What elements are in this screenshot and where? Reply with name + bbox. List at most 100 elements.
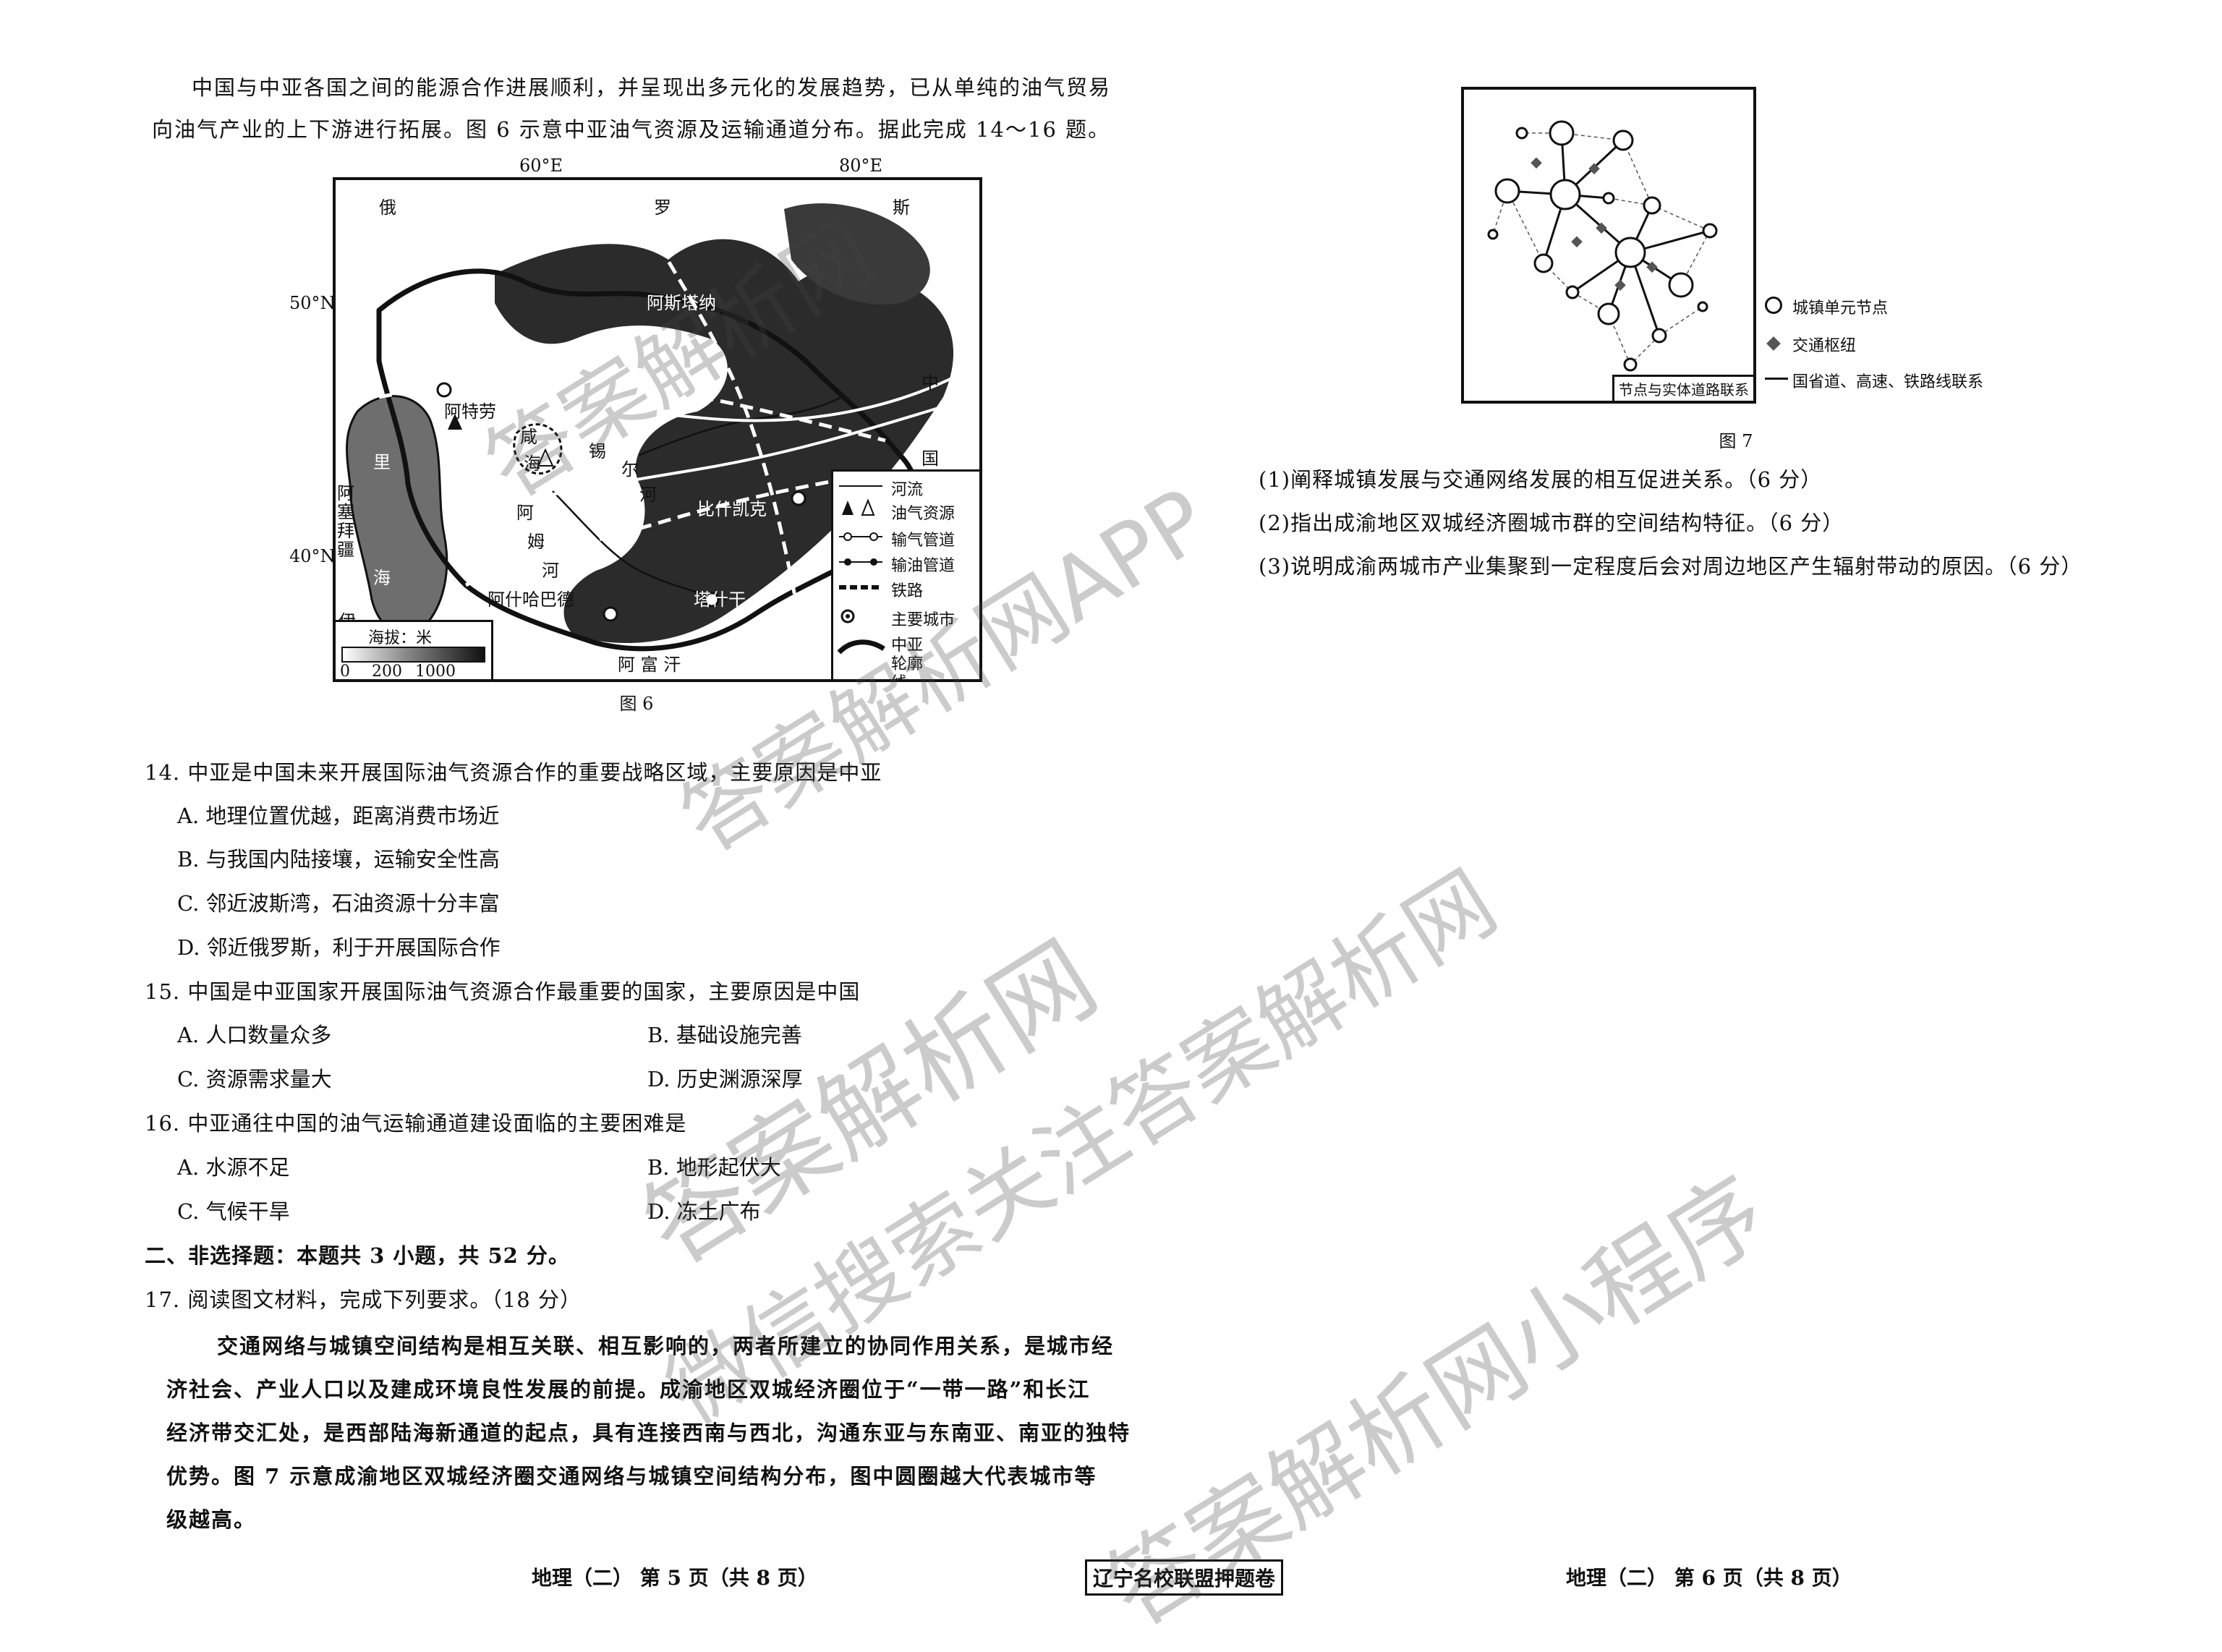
q17-sub-2: (2)指出成渝地区双城经济圈城市群的空间结构特征。（6 分） [1259, 511, 1844, 535]
label-russia-2: 罗 [654, 197, 671, 218]
oil-pipeline [436, 374, 958, 422]
label-caspian-2: 海 [373, 568, 391, 588]
elevation-title: 海拔：米 [368, 629, 433, 647]
elevation-bar [341, 647, 485, 663]
elevation-legend: 海拔：米 0 200 1000 [336, 620, 493, 681]
lat-40n: 40°N [289, 546, 336, 566]
q15-option-d: D. 历史渊源深厚 [647, 1067, 803, 1091]
hub-icon [1766, 336, 1781, 351]
network-diagram [1487, 120, 1718, 372]
label-tashkent: 塔什干 [694, 589, 746, 610]
figure-7: 节点与实体道路联系 城镇单元节点 交通枢纽 国省道、高速、铁路线联系 图 7 [1461, 87, 2222, 463]
gas-pipeline [443, 403, 951, 521]
legend-major-city: 主要城市 [891, 611, 955, 629]
q17-para-line-5: 级越高。 [166, 1507, 257, 1532]
section-2-heading: 二、非选择题：本题共 3 小题，共 52 分。 [145, 1243, 570, 1268]
terrain-dark [495, 239, 954, 644]
q14-stem: 14. 中亚是中国未来开展国际油气资源合作的重要战略区域，主要原因是中亚 [145, 760, 882, 785]
q14-option-c: C. 邻近波斯湾，石油资源十分丰富 [177, 891, 500, 916]
figure-7-caption: 图 7 [1719, 431, 1753, 451]
label-amu-3: 河 [542, 561, 559, 581]
q16-stem: 16. 中亚通往中国的油气运输通道建设面临的主要困难是 [145, 1111, 687, 1136]
map-frame: 俄 罗 斯 阿斯塔纳 中 国 阿特劳 里 海 阿塞拜疆 伊 咸 海 锡 尔 河 … [333, 177, 982, 682]
city-atyrau [436, 382, 452, 398]
q17-sub-1: (1)阐释城镇发展与交通网络发展的相互促进关系。（6 分） [1259, 467, 1823, 492]
label-bishkek: 比什凯克 [697, 499, 767, 519]
label-caspian-1: 里 [373, 452, 391, 472]
elevation-tick-1000: 1000 [415, 663, 456, 681]
q14-option-b: B. 与我国内陆接壤，运输安全性高 [177, 847, 500, 872]
label-russia-3: 斯 [893, 197, 910, 218]
label-syr-2: 尔 [621, 459, 639, 480]
city-bishkek [791, 490, 806, 506]
elevation-tick-0: 0 [340, 663, 350, 681]
railway-2 [637, 208, 801, 615]
q15-option-b: B. 基础设施完善 [647, 1023, 802, 1047]
q17-para-line-1: 交通网络与城镇空间结构是相互关联、相互影响的，两者所建立的协同作用关系，是城市经 [217, 1334, 1115, 1358]
railway-3 [464, 467, 901, 587]
figure-7-box-label: 节点与实体道路联系 [1612, 375, 1753, 401]
lon-60e: 60°E [519, 156, 563, 176]
legend-oil-pipeline: 输油管道 [891, 557, 955, 575]
q16-option-a: A. 水源不足 [177, 1155, 290, 1180]
legend-outline: 中亚轮廓线 [891, 636, 924, 679]
watermark-3: 答案解析网 [624, 919, 1117, 1288]
legend-town-node: 城镇单元节点 [1792, 299, 1889, 318]
label-afghanistan: 阿 富 汗 [618, 655, 681, 675]
legend-river: 河流 [891, 481, 924, 499]
label-aral-1: 咸 [520, 427, 537, 447]
label-china-1: 中 [921, 372, 939, 393]
label-syr-3: 河 [639, 485, 657, 505]
label-amu-1: 阿 [516, 503, 534, 523]
lat-50n: 50°N [289, 293, 336, 313]
intro-line-1: 中国与中亚各国之间的能源合作进展顺利，并呈现出多元化的发展趋势，已从单纯的油气贸… [192, 75, 1112, 100]
q14-option-a: A. 地理位置优越，距离消费市场近 [177, 804, 500, 828]
q17-stem: 17. 阅读图文材料，完成下列要求。（18 分） [145, 1287, 582, 1312]
railway-1 [378, 378, 886, 443]
q17-para-line-3: 经济带交汇处，是西部陆海新通道的起点，具有连接西南与西北，沟通东亚与东南亚、南亚… [166, 1421, 1131, 1445]
map-legend: 河流 油气资源 输气管道 输油管道 铁路 主要城市 中亚轮廓线 [831, 469, 979, 679]
figure-7-frame: 节点与实体道路联系 [1461, 87, 1756, 404]
terrain-dark-north [784, 203, 930, 305]
label-russia-1: 俄 [379, 197, 396, 218]
footer-left: 地理（二） 第 5 页（共 8 页） [532, 1566, 818, 1590]
label-astana: 阿斯塔纳 [647, 293, 716, 313]
q17-para-line-2: 济社会、产业人口以及建成环境良性发展的前提。成渝地区双城经济圈位于“一带一路”和… [166, 1377, 1091, 1402]
footer-right: 地理（二） 第 6 页（共 8 页） [1566, 1566, 1852, 1590]
q16-option-c: C. 气候干旱 [177, 1199, 290, 1224]
elevation-tick-200: 200 [372, 663, 402, 681]
label-ashgabat: 阿什哈巴德 [488, 589, 574, 610]
lon-80e: 80°E [839, 156, 883, 176]
label-china-2: 国 [921, 448, 939, 469]
oil-resource-icon [448, 414, 462, 430]
q16-option-b: B. 地形起伏大 [647, 1155, 781, 1180]
q15-stem: 15. 中国是中亚国家开展国际油气资源合作最重要的国家，主要原因是中国 [145, 979, 861, 1004]
label-amu-2: 姆 [527, 532, 545, 552]
figure-6: 60°E 80°E 50°N 40°N [289, 156, 984, 714]
q17-sub-3: (3)说明成渝两城市产业集聚到一定程度后会对周边地区产生辐射带动的原因。（6 分… [1259, 554, 2083, 579]
q17-para-line-4: 优势。图 7 示意成渝地区双城经济圈交通网络与城镇空间结构分布，图中圆圈越大代表… [166, 1464, 1097, 1489]
city-ashgabat [603, 606, 618, 622]
q15-option-a: A. 人口数量众多 [177, 1023, 332, 1047]
footer-center-stamp: 辽宁名校联盟押题卷 [1085, 1559, 1284, 1596]
legend-road-link: 国省道、高速、铁路线联系 [1792, 373, 1984, 391]
map-drawing [346, 203, 958, 652]
label-atyrau: 阿特劳 [444, 401, 496, 422]
syr-river [639, 396, 843, 456]
city-tashkent [704, 592, 720, 608]
road-link-icon [1765, 378, 1788, 380]
legend-gas-pipeline: 输气管道 [891, 532, 955, 550]
q15-option-c: C. 资源需求量大 [177, 1067, 332, 1091]
label-aral-2: 海 [524, 454, 541, 474]
intro-line-2: 向油气产业的上下游进行拓展。图 6 示意中亚油气资源及运输通道分布。据此完成 1… [152, 117, 1111, 142]
amu-river [552, 490, 727, 601]
legend-oil-gas: 油气资源 [891, 505, 955, 523]
q14-option-d: D. 邻近俄罗斯，利于开展国际合作 [177, 935, 501, 960]
legend-symbols [837, 485, 885, 655]
label-syr-1: 锡 [589, 441, 606, 461]
legend-hub: 交通枢纽 [1792, 337, 1857, 355]
gas-resource-icon [537, 448, 554, 467]
legend-railway: 铁路 [891, 582, 924, 600]
figure-6-caption: 图 6 [619, 694, 654, 714]
label-azerbaijan: 阿塞拜疆 [337, 483, 354, 560]
